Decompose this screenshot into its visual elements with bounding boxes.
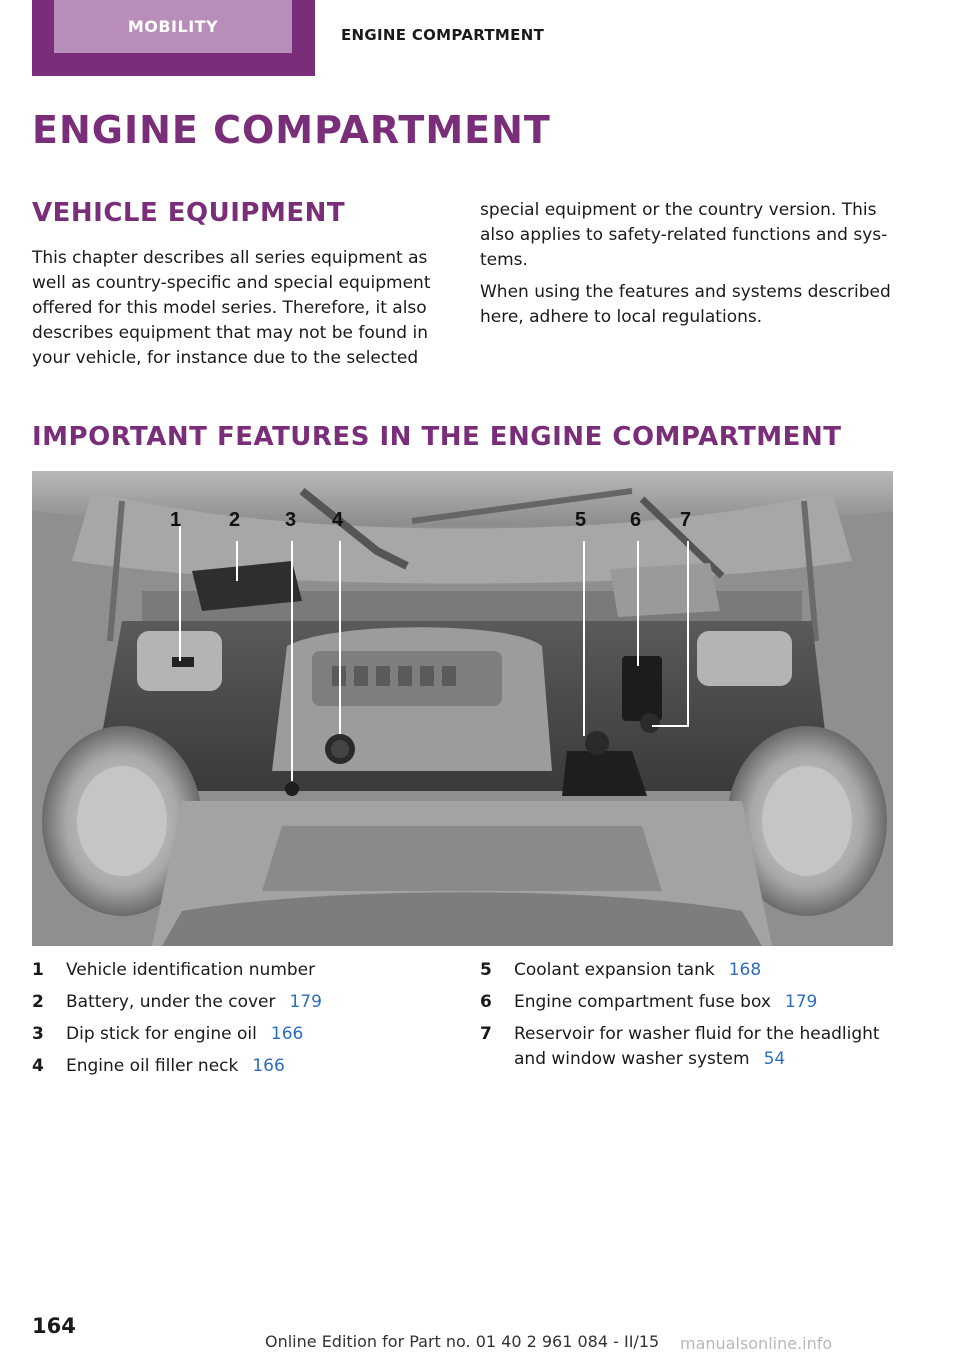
callout-7: 7	[680, 509, 691, 531]
legend-text: Coolant expansion tank 168	[514, 958, 900, 983]
legend-text: Vehicle identification number	[66, 958, 452, 983]
legend-item: 7 Reservoir for washer fluid for the hea…	[480, 1022, 900, 1072]
legend-label: Dip stick for engine oil	[66, 1024, 257, 1044]
legend-item: 6 Engine compartment fuse box 179	[480, 990, 900, 1015]
legend-text: Reservoir for washer fluid for the headl…	[514, 1022, 900, 1072]
legend-item: 2 Battery, under the cover 179	[32, 990, 452, 1015]
important-features-heading: IMPORTANT FEATURES IN THE ENGINE COMPART…	[32, 422, 842, 452]
footer-watermark: manualsonline.info	[680, 1334, 833, 1353]
legend-text: Battery, under the cover 179	[66, 990, 452, 1015]
legend-right: 5 Coolant expansion tank 168 6 Engine com…	[480, 958, 900, 1079]
header-tab-label: MOBILITY	[54, 0, 292, 53]
callout-2: 2	[229, 509, 240, 531]
legend-number: 7	[480, 1024, 492, 1044]
legend-text: Engine oil filler neck 166	[66, 1054, 452, 1079]
legend-item: 5 Coolant expansion tank 168	[480, 958, 900, 983]
header-tab-mobility[interactable]: MOBILITY	[32, 0, 315, 76]
page-ref-link[interactable]: 168	[728, 960, 762, 980]
page-title: ENGINE COMPARTMENT	[32, 108, 551, 152]
legend-text: Dip stick for engine oil 166	[66, 1022, 452, 1047]
vehicle-equipment-paragraph-right: special equipment or the country version…	[480, 200, 888, 270]
callout-1: 1	[170, 509, 181, 531]
legend-number: 1	[32, 960, 44, 980]
legend-item: 3 Dip stick for engine oil 166	[32, 1022, 452, 1047]
legend-label: Battery, under the cover	[66, 992, 276, 1012]
vehicle-equipment-heading: VEHICLE EQUIPMENT	[32, 198, 346, 228]
callout-3: 3	[285, 509, 296, 531]
legend-number: 4	[32, 1056, 44, 1076]
page-ref-link[interactable]: 179	[289, 992, 322, 1012]
legend-text: Engine compartment fuse box 179	[514, 990, 900, 1015]
legend-label: Engine compartment fuse box	[514, 992, 771, 1012]
page-number: 164	[32, 1314, 76, 1338]
legend-item: 1 Vehicle identification number	[32, 958, 452, 983]
legend-item: 4 Engine oil filler neck 166	[32, 1054, 452, 1079]
header-section-title: ENGINE COMPARTMENT	[341, 26, 545, 44]
page-ref-link[interactable]: 54	[763, 1049, 786, 1069]
legend-number: 2	[32, 992, 44, 1012]
legend-number: 6	[480, 992, 492, 1012]
callout-5: 5	[575, 509, 586, 531]
engine-compartment-photo: 1 2 3 4 5 6 7	[32, 471, 893, 946]
legend-label: Engine oil filler neck	[66, 1056, 239, 1076]
vehicle-equipment-right-column: special equipment or the country version…	[480, 198, 900, 337]
legend-label: Coolant expansion tank	[514, 960, 715, 980]
page-ref-link[interactable]: 166	[252, 1056, 285, 1076]
footer-edition: Online Edition for Part no. 01 40 2 961 …	[265, 1332, 660, 1351]
legend-left: 1 Vehicle identification number 2 Batter…	[32, 958, 452, 1086]
page-ref-link[interactable]: 179	[784, 992, 818, 1012]
vehicle-equipment-paragraph-left: This chapter describes all series equipm…	[32, 248, 431, 368]
legend-number: 3	[32, 1024, 44, 1044]
page-ref-link[interactable]: 166	[270, 1024, 304, 1044]
legend-number: 5	[480, 960, 492, 980]
callout-6: 6	[630, 509, 641, 531]
vehicle-equipment-paragraph-regulations: When using the features and systems desc…	[480, 282, 891, 327]
legend-label: Vehicle identification number	[66, 960, 316, 980]
callout-4: 4	[332, 509, 344, 531]
legend-label: Reservoir for washer fluid for the headl…	[514, 1024, 880, 1069]
